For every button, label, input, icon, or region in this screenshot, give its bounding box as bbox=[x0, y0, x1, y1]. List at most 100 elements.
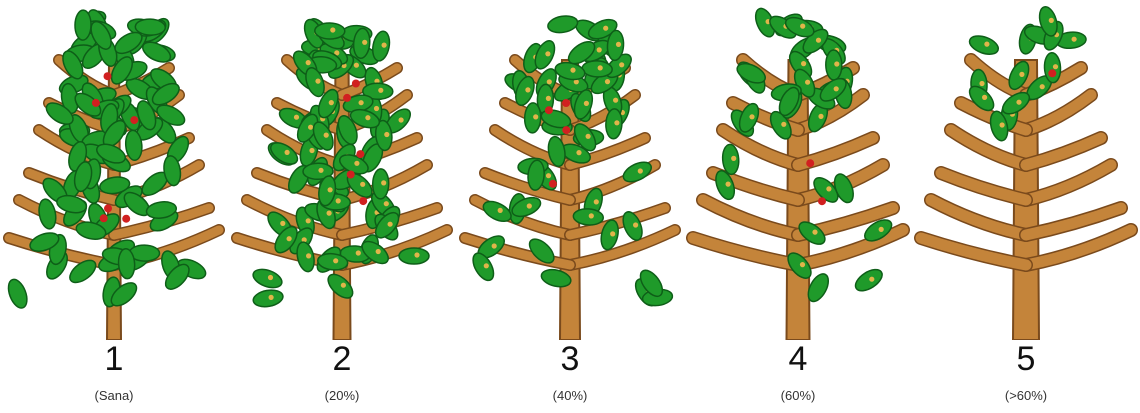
stage-caption: (Sana) bbox=[0, 388, 228, 403]
rust-spot bbox=[633, 222, 638, 227]
stage-panel-2: 2 (20%) bbox=[228, 0, 456, 413]
rust-spot bbox=[605, 79, 610, 84]
stage-caption: (>60%) bbox=[912, 388, 1140, 403]
rust-spot bbox=[285, 150, 290, 155]
rust-spot bbox=[384, 201, 389, 206]
berry bbox=[347, 171, 355, 179]
rust-spot bbox=[984, 42, 989, 47]
leaf bbox=[5, 277, 31, 311]
rust-spot bbox=[1019, 72, 1024, 77]
rust-spot bbox=[414, 252, 419, 257]
rust-spot bbox=[525, 87, 530, 92]
rust-spot bbox=[584, 101, 589, 106]
stage-number: 4 bbox=[684, 340, 912, 379]
leaf bbox=[547, 14, 579, 35]
rust-spot bbox=[384, 132, 389, 137]
stage-number: 1 bbox=[0, 340, 228, 379]
berry bbox=[104, 204, 112, 212]
rust-spot bbox=[1040, 84, 1045, 89]
rust-spot bbox=[294, 115, 299, 120]
leaf bbox=[852, 265, 886, 295]
rust-spot bbox=[336, 198, 341, 203]
rust-spot bbox=[547, 79, 552, 84]
rust-spot bbox=[354, 161, 359, 166]
berry bbox=[352, 80, 360, 88]
rust-spot bbox=[613, 98, 618, 103]
stage-caption: (60%) bbox=[684, 388, 912, 403]
stage-number: 2 bbox=[228, 340, 456, 379]
rust-spot bbox=[306, 60, 311, 65]
rust-spot bbox=[362, 40, 367, 45]
berry bbox=[562, 99, 570, 107]
rust-spot bbox=[533, 114, 538, 119]
leaf bbox=[826, 50, 843, 80]
rust-spot bbox=[545, 51, 550, 56]
rust-spot bbox=[306, 218, 311, 223]
rust-spot bbox=[726, 182, 731, 187]
stage-panel-5: 5 (>60%) bbox=[912, 0, 1140, 413]
rust-spot bbox=[1049, 18, 1054, 23]
rust-spot bbox=[309, 148, 314, 153]
stage-number: 5 bbox=[912, 340, 1140, 379]
rust-spot bbox=[269, 295, 274, 300]
stage-caption: (20%) bbox=[228, 388, 456, 403]
tree-60-percent-icon bbox=[684, 0, 912, 340]
rust-spot bbox=[333, 258, 338, 263]
rust-spot bbox=[308, 125, 313, 130]
branch bbox=[921, 238, 1026, 265]
leaf bbox=[251, 266, 285, 291]
rust-spot bbox=[834, 86, 839, 91]
rust-spot bbox=[341, 283, 346, 288]
rust-spot bbox=[492, 243, 497, 248]
rust-spot bbox=[749, 114, 754, 119]
tree-over-60-percent-icon bbox=[912, 0, 1140, 340]
branch bbox=[1026, 208, 1121, 235]
tree-20-percent-icon bbox=[228, 0, 456, 340]
rust-spot bbox=[598, 65, 603, 70]
rust-spot bbox=[589, 213, 594, 218]
rust-spot bbox=[287, 236, 292, 241]
rust-spot bbox=[610, 231, 615, 236]
rust-spot bbox=[324, 133, 329, 138]
rust-spot bbox=[388, 222, 393, 227]
berry bbox=[818, 197, 826, 205]
rust-spot bbox=[546, 173, 551, 178]
rust-spot bbox=[1016, 100, 1021, 105]
rust-spot bbox=[731, 156, 736, 161]
rust-spot bbox=[280, 221, 285, 226]
stage-panel-1: 1 (Sana) bbox=[0, 0, 228, 413]
rust-spot bbox=[498, 208, 503, 213]
branch bbox=[703, 200, 798, 235]
rust-spot bbox=[805, 80, 810, 85]
rust-spot bbox=[979, 81, 984, 86]
rust-spot bbox=[638, 168, 643, 173]
rust-spot bbox=[365, 115, 370, 120]
tree-40-percent-icon bbox=[456, 0, 684, 340]
rust-spot bbox=[826, 186, 831, 191]
rust-spot bbox=[374, 106, 379, 111]
leaf bbox=[37, 198, 58, 231]
berry bbox=[545, 106, 553, 114]
rust-spot bbox=[354, 63, 359, 68]
rust-spot bbox=[603, 26, 608, 31]
rust-spot bbox=[315, 79, 320, 84]
leaf bbox=[75, 10, 92, 40]
berry bbox=[1048, 69, 1056, 77]
stage-panel-4: 4 (60%) bbox=[684, 0, 912, 413]
rust-spot bbox=[268, 275, 273, 280]
rust-spot bbox=[597, 47, 602, 52]
rust-spot bbox=[1053, 64, 1058, 69]
rust-spot bbox=[306, 253, 311, 258]
rust-spot bbox=[330, 27, 335, 32]
berry bbox=[343, 94, 351, 102]
leaf bbox=[370, 30, 391, 63]
rust-spot bbox=[382, 43, 387, 48]
rust-spot bbox=[527, 203, 532, 208]
rust-spot bbox=[484, 263, 489, 268]
rust-spot bbox=[812, 230, 817, 235]
rust-spot bbox=[879, 227, 884, 232]
healthy-tree-icon bbox=[0, 0, 228, 340]
rust-spot bbox=[982, 95, 987, 100]
berry bbox=[100, 214, 108, 222]
rust-spot bbox=[318, 168, 323, 173]
